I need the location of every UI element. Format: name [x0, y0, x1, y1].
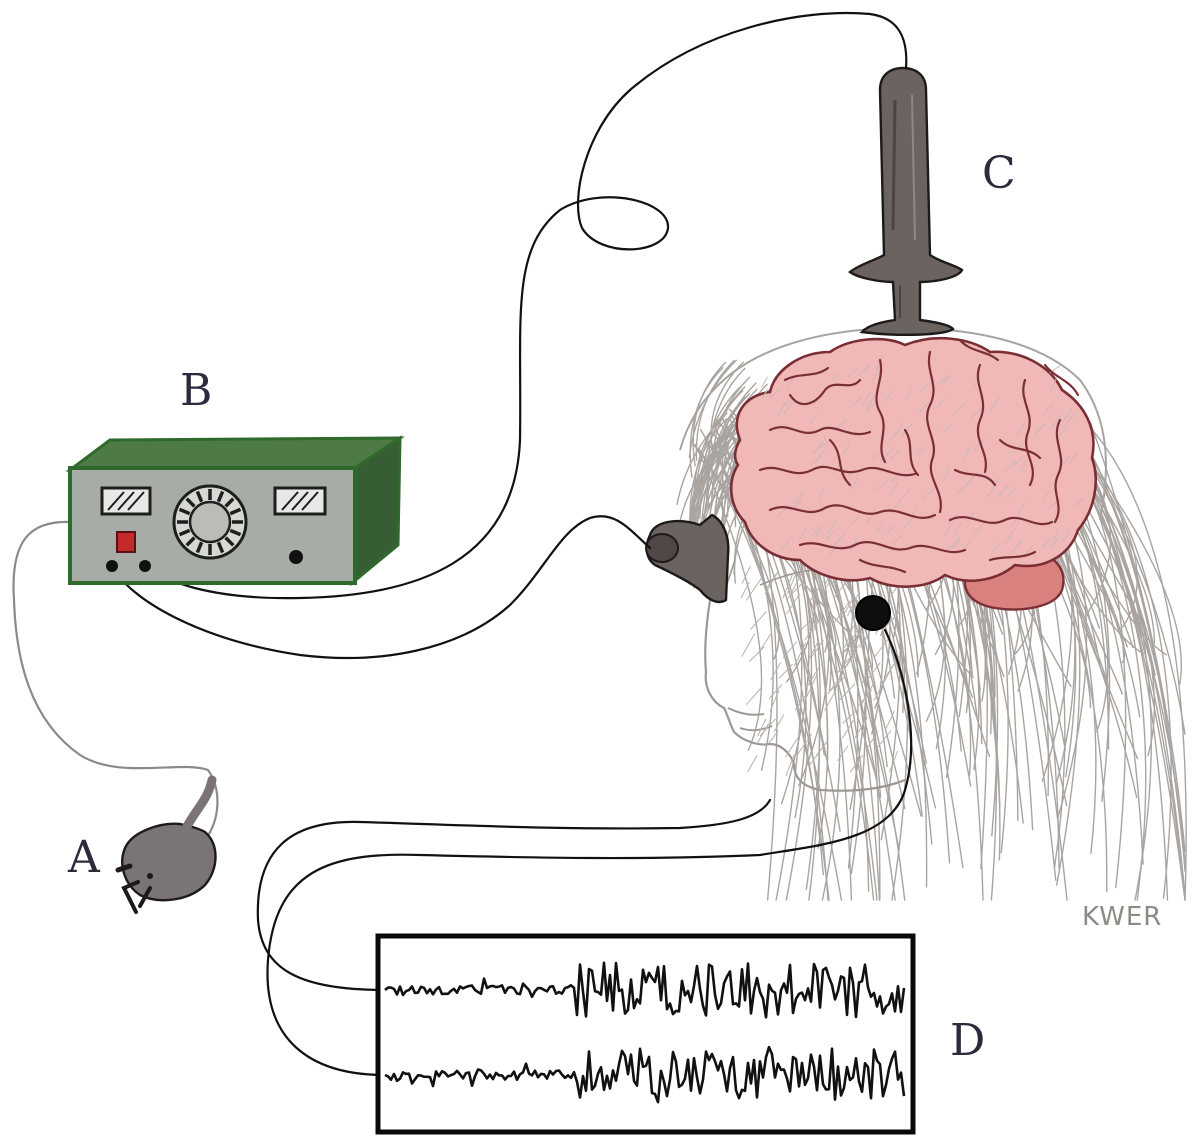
artist-signature: KWER — [1082, 902, 1162, 932]
stimulator-device-icon — [70, 438, 400, 583]
nasal-electrode-icon — [646, 515, 728, 602]
label-plug: A — [67, 832, 101, 883]
eeg-recording-panel — [378, 936, 913, 1132]
label-stimulator: B — [180, 365, 212, 416]
power-plug-icon — [118, 780, 216, 912]
power-button[interactable] — [117, 532, 135, 552]
depth-electrode-icon — [850, 68, 962, 335]
ear-electrode-icon — [856, 596, 890, 630]
label-recording: D — [950, 1015, 985, 1066]
brain-icon — [731, 338, 1096, 609]
label-electrode: C — [982, 148, 1016, 199]
